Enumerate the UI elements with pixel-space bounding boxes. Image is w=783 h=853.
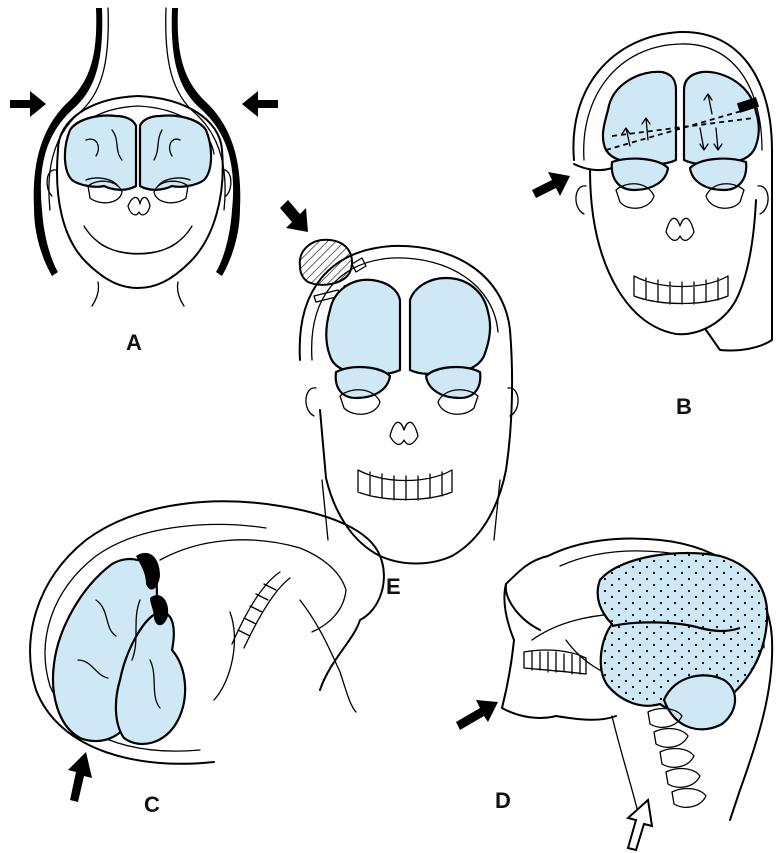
right-hemisphere <box>684 72 759 164</box>
panel-e-depressed-fracture <box>280 200 518 564</box>
nasal-cavity <box>390 422 418 444</box>
temporal-lobes <box>612 159 747 190</box>
neck-front <box>612 716 640 820</box>
arrow-icon <box>10 91 46 117</box>
left-ear <box>47 170 56 196</box>
teeth <box>358 470 452 500</box>
panel-label-b: B <box>676 396 692 418</box>
teeth <box>524 650 586 674</box>
skull-face <box>160 540 356 712</box>
bone-fragment <box>300 240 352 285</box>
skull-fracture <box>574 164 612 170</box>
face-outline <box>590 170 756 334</box>
left-hemisphere <box>603 72 676 164</box>
panel-c-occipital-impact <box>30 501 384 802</box>
neck <box>322 480 500 540</box>
arrow-icon <box>242 91 278 117</box>
nasal-cavity <box>666 218 694 240</box>
teeth <box>634 276 728 304</box>
neck <box>92 282 184 306</box>
arrow-icon <box>532 172 570 198</box>
teeth <box>232 572 290 648</box>
panel-a-compression <box>10 8 278 306</box>
left-ear <box>576 186 586 214</box>
panel-label-e: E <box>386 576 401 598</box>
nasal-cavity <box>128 197 150 214</box>
panel-label-a: A <box>126 332 142 354</box>
left-hemisphere <box>326 280 400 374</box>
right-ear <box>758 186 768 214</box>
arrow-icon <box>68 752 92 802</box>
left-ear <box>306 388 316 416</box>
panel-label-c: C <box>144 794 160 816</box>
panel-label-d: D <box>495 790 511 812</box>
arrow-icon <box>456 700 498 730</box>
temporal-lobes <box>336 367 481 398</box>
jaw <box>84 226 192 254</box>
right-hemisphere <box>410 278 490 374</box>
hollow-arrow-icon <box>628 800 652 850</box>
arrow-icon <box>280 200 308 232</box>
panel-b-lateral-impact <box>532 32 772 351</box>
